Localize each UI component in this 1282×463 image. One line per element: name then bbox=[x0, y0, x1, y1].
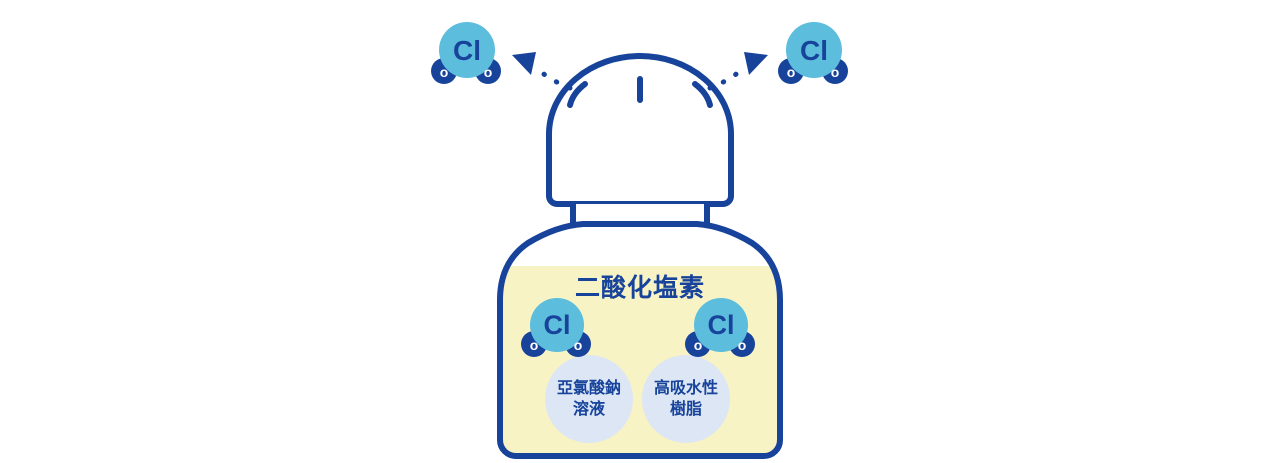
arrow-right-dotted-trail bbox=[707, 63, 749, 91]
molecule-clo2-released-right: Cl o o bbox=[778, 22, 848, 84]
ingredient-circle-bg-left bbox=[545, 355, 633, 443]
arrow-left-head bbox=[512, 52, 536, 75]
chlorine-atom-label: Cl bbox=[800, 35, 828, 66]
chlorine-atom-label: Cl bbox=[544, 310, 571, 340]
cap-ridge-left bbox=[567, 81, 588, 108]
oxygen-atom-left-label: o bbox=[694, 337, 703, 353]
oxygen-atom-left-label: o bbox=[787, 64, 796, 80]
chlorine-atom-label: Cl bbox=[453, 35, 481, 66]
liquid-fill bbox=[500, 266, 780, 456]
oxygen-atom-right-label: o bbox=[831, 64, 840, 80]
oxygen-atom-right-label: o bbox=[484, 64, 493, 80]
bottle-label-chlorine-dioxide: 二酸化塩素 bbox=[575, 273, 705, 302]
molecule-clo2-released-left: Cl o o bbox=[431, 22, 501, 84]
molecule-clo2-inside-left: Cl o o bbox=[521, 298, 591, 357]
chlorine-atom bbox=[694, 298, 748, 352]
oxygen-atom-left-label: o bbox=[530, 337, 539, 353]
ingredient-left-line2: 溶液 bbox=[573, 399, 606, 418]
arrow-left-dotted-trail bbox=[531, 63, 573, 91]
ingredient-right-line1: 高吸水性 bbox=[654, 378, 718, 397]
ingredient-circle-sodium-chlorite-solution: 亞氯酸鈉 溶液 bbox=[545, 355, 633, 443]
ingredient-left-line1: 亞氯酸鈉 bbox=[557, 378, 621, 397]
ingredient-right-line2: 樹脂 bbox=[670, 399, 702, 418]
molecule-clo2-inside-right: Cl o o bbox=[685, 298, 755, 357]
emission-arrow-right bbox=[707, 52, 768, 91]
chlorine-atom-label: Cl bbox=[708, 310, 735, 340]
cap-ridge-right bbox=[692, 81, 713, 108]
chlorine-atom bbox=[786, 22, 842, 78]
bottle-body-outline bbox=[497, 221, 783, 459]
ingredient-circle-bg-right bbox=[642, 355, 730, 443]
oxygen-atom-right-label: o bbox=[574, 337, 583, 353]
emission-arrow-left bbox=[512, 52, 573, 91]
chlorine-atom bbox=[530, 298, 584, 352]
bottle-cap bbox=[546, 53, 734, 207]
ingredient-circle-superabsorbent-resin: 高吸水性 樹脂 bbox=[642, 355, 730, 443]
chlorine-atom bbox=[439, 22, 495, 78]
oxygen-atom-left-label: o bbox=[440, 64, 449, 80]
arrow-right-head bbox=[744, 52, 768, 75]
oxygen-atom-right-label: o bbox=[738, 337, 747, 353]
